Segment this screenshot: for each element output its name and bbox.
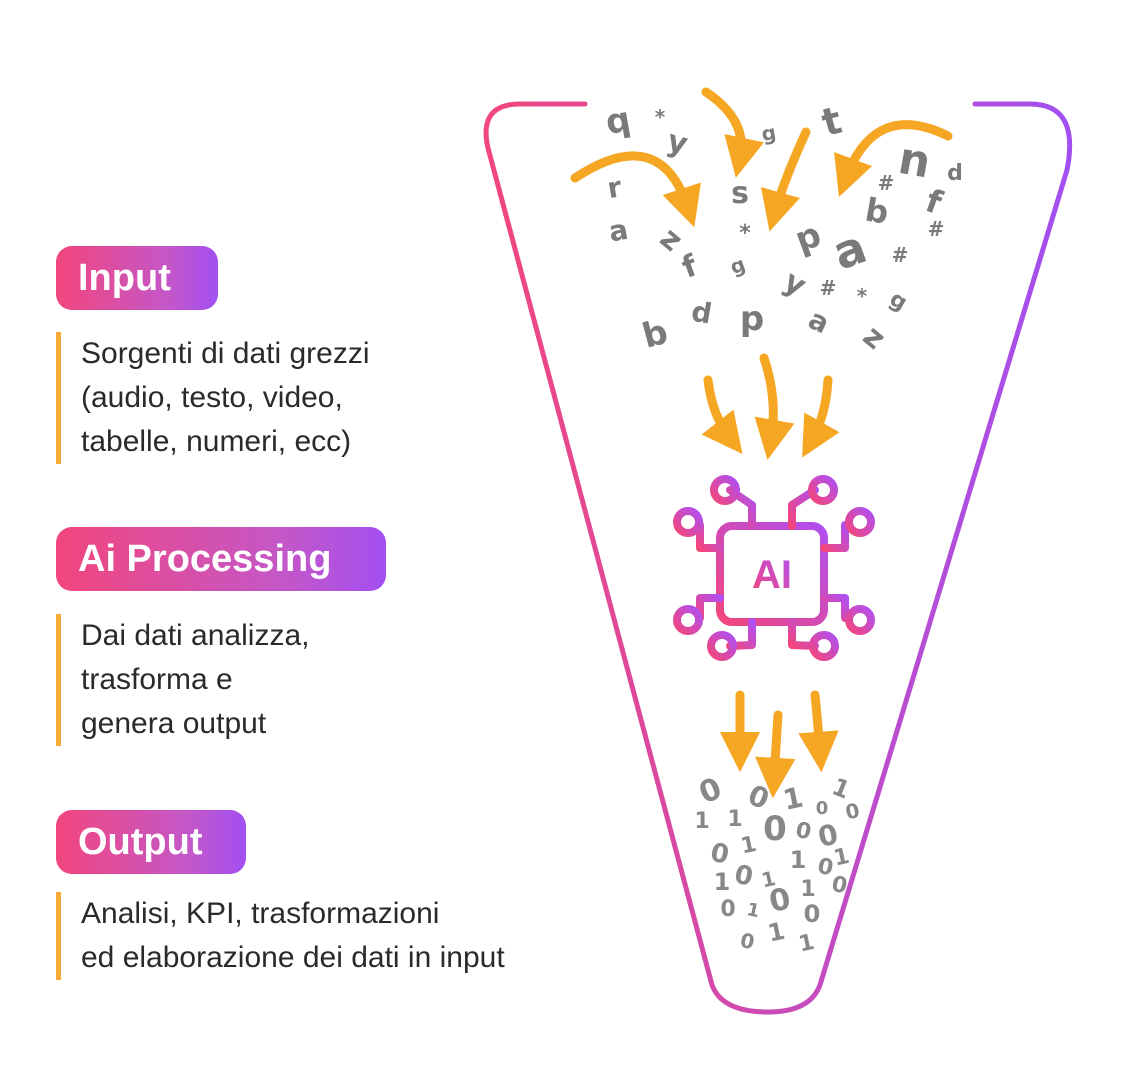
arrow-icon xyxy=(701,87,764,178)
binary-glyph: 0 xyxy=(738,928,757,954)
raw-glyph: g xyxy=(760,120,778,146)
binary-glyph: 1 xyxy=(797,930,817,958)
binary-glyph: 1 xyxy=(765,917,787,948)
arrow-icon xyxy=(570,151,701,228)
raw-glyph: d xyxy=(689,295,714,331)
binary-glyph: 0 xyxy=(694,771,726,811)
description-line: Dai dati analizza, xyxy=(81,619,310,652)
binary-glyph: 0 xyxy=(763,809,787,849)
raw-glyph: y xyxy=(663,123,691,162)
raw-glyph: * xyxy=(739,221,751,246)
raw-glyph: # xyxy=(820,276,837,300)
description-line: tabelle, numeri, ecc) xyxy=(81,425,352,458)
raw-glyph: # xyxy=(878,171,895,195)
binary-glyph: 1 xyxy=(727,807,742,832)
binary-glyph: 0 xyxy=(829,872,849,900)
raw-glyph: q xyxy=(603,99,634,143)
binary-glyph: 0 xyxy=(732,860,756,893)
description-line: (audio, testo, video, xyxy=(81,381,343,414)
raw-glyph: p xyxy=(740,299,764,339)
raw-glyph: g xyxy=(885,287,911,317)
input-arrows xyxy=(570,87,953,232)
description-line: ed elaborazione dei dati in input xyxy=(81,941,505,974)
output-arrows xyxy=(719,690,839,799)
binary-glyph: 1 xyxy=(714,868,731,896)
stage-label-input: Input xyxy=(56,246,218,310)
stage-description-input: Sorgenti di dati grezzi (audio, testo, v… xyxy=(56,332,370,464)
binary-glyph: 0 xyxy=(815,854,835,882)
raw-glyph: g xyxy=(727,252,749,279)
arrow-icon xyxy=(834,120,953,197)
raw-glyph: d xyxy=(947,161,963,186)
raw-glyph: y xyxy=(778,264,813,304)
ai-chip-label: AI xyxy=(752,553,792,597)
raw-glyph: # xyxy=(928,217,945,241)
raw-glyph: t xyxy=(817,98,846,145)
raw-glyph: s xyxy=(731,176,749,211)
raw-glyph: # xyxy=(892,243,909,267)
binary-glyph: 1 xyxy=(694,809,709,834)
binary-glyph: 0 xyxy=(720,897,735,922)
arrow-icon xyxy=(754,353,795,460)
description-line: Sorgenti di dati grezzi xyxy=(81,337,370,370)
raw-glyph: n xyxy=(895,133,935,189)
arrow-icon xyxy=(760,127,811,232)
binary-glyph: 0 xyxy=(766,881,794,920)
stage-description-output: Analisi, KPI, trasformazioni ed elaboraz… xyxy=(56,892,505,980)
raw-glyph: r xyxy=(605,170,625,205)
binary-glyph: 1 xyxy=(759,866,778,892)
binary-glyph: 1 xyxy=(790,846,807,874)
stage-label-processing: Ai Processing xyxy=(56,527,386,591)
raw-glyph: * xyxy=(857,284,868,308)
raw-glyph: z xyxy=(856,319,892,357)
description-line: Analisi, KPI, trasformazioni xyxy=(81,897,440,930)
binary-glyph: 0 xyxy=(843,798,862,824)
ai-chip-icon xyxy=(673,475,875,661)
binary-glyph: 1 xyxy=(739,832,759,860)
binary-glyph: 0 xyxy=(708,838,732,871)
raw-glyph: a xyxy=(606,213,630,249)
arrow-icon xyxy=(701,375,743,454)
binary-glyph: 0 xyxy=(793,818,813,846)
description-line: trasforma e xyxy=(81,663,233,696)
raw-glyph: * xyxy=(655,105,666,129)
raw-glyph: b xyxy=(638,312,672,357)
binary-glyph: 0 xyxy=(816,798,829,819)
processing-arrows xyxy=(701,353,840,460)
binary-glyph: 0 xyxy=(804,900,821,928)
funnel-outline xyxy=(483,101,1073,1015)
binary-glyph: 1 xyxy=(800,877,815,902)
raw-glyph: f xyxy=(678,248,703,286)
raw-glyph: a xyxy=(803,302,834,340)
raw-glyph: b xyxy=(862,190,891,231)
binary-glyph: 1 xyxy=(745,899,762,922)
binary-glyph: 1 xyxy=(832,844,852,872)
arrow-icon xyxy=(798,690,839,773)
stage-label-output: Output xyxy=(56,810,246,874)
arrow-icon xyxy=(802,375,840,458)
description-line: genera output xyxy=(81,707,267,740)
raw-glyph: p xyxy=(790,215,827,261)
arrow-icon xyxy=(755,710,796,799)
stage-description-processing: Dai dati analizza, trasforma e genera ou… xyxy=(56,614,309,746)
